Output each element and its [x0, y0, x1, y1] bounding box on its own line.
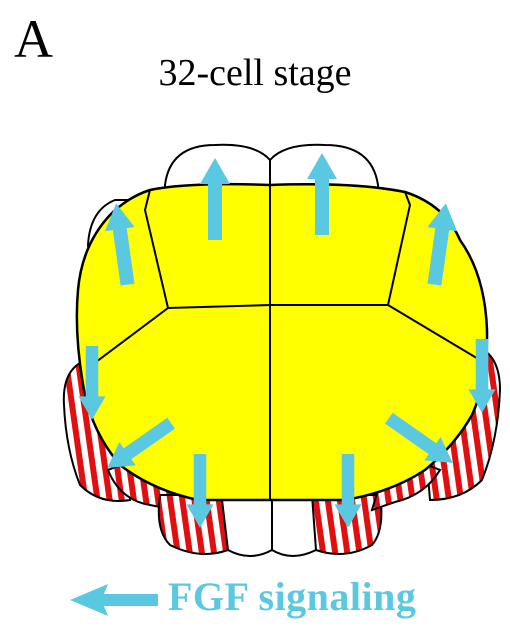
bottom-cell-center-right [272, 500, 318, 556]
legend-arrow-icon [70, 584, 158, 616]
legend-label: FGF signaling [168, 577, 416, 617]
bottom-cell-center-left [222, 500, 272, 556]
